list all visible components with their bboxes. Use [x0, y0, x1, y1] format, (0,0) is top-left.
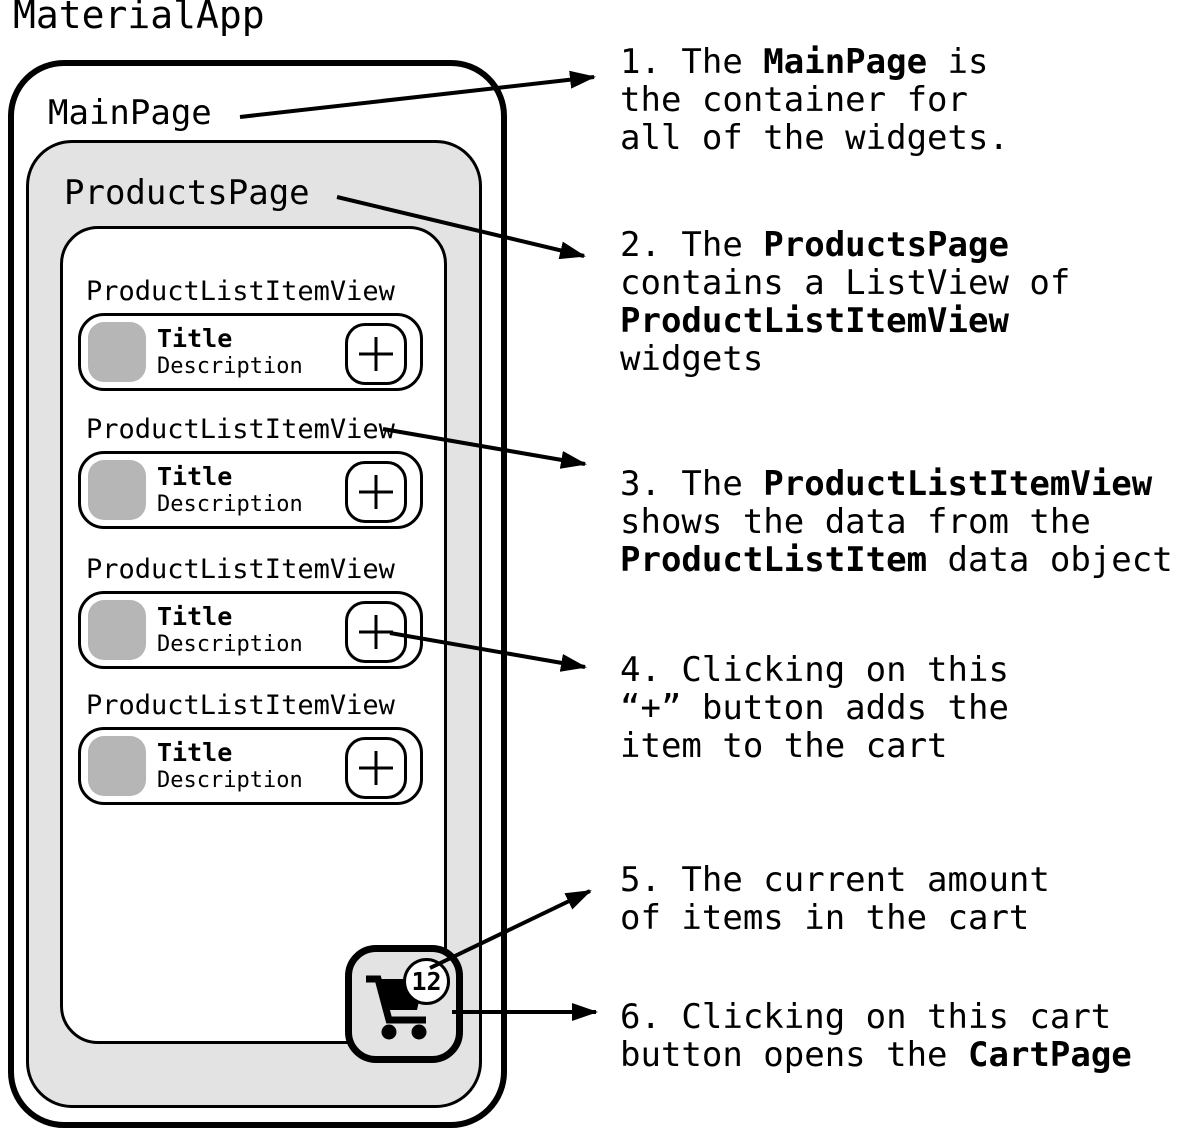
add-to-cart-button[interactable]: [345, 323, 407, 385]
annotation-line: 5. The current amount: [620, 860, 1050, 900]
product-thumbnail: [88, 322, 146, 382]
annotation-line: widgets: [620, 339, 764, 379]
cart-badge: 12: [403, 958, 450, 1005]
add-to-cart-button[interactable]: [345, 737, 407, 799]
annotation-line: 2. The ProductsPage: [620, 225, 1009, 265]
product-description: Description: [157, 632, 303, 657]
annotation-line: contains a ListView of: [620, 263, 1071, 303]
product-card: Title Description: [78, 727, 423, 805]
product-list-item-view-label: ProductListItemView: [86, 554, 395, 585]
annotation-line: 1. The MainPage is: [620, 42, 989, 82]
product-list-item-view-label: ProductListItemView: [86, 276, 395, 307]
annotation-line: of items in the cart: [620, 898, 1030, 938]
annotation-line: ProductListItemView: [620, 301, 1009, 341]
annotation-line: all of the widgets.: [620, 118, 1009, 158]
product-thumbnail: [88, 600, 146, 660]
product-description: Description: [157, 492, 303, 517]
annotation-line: item to the cart: [620, 726, 948, 766]
product-list-item-view-label: ProductListItemView: [86, 690, 395, 721]
cart-button[interactable]: 12: [345, 945, 463, 1063]
annotation-line: 4. Clicking on this: [620, 650, 1009, 690]
annotation-line: the container for: [620, 80, 968, 120]
product-list: ProductListItemView Title Description Pr…: [63, 229, 444, 1041]
productspage-label: ProductsPage: [64, 173, 310, 213]
annotation-line: 3. The ProductListItemView: [620, 464, 1153, 504]
product-list-item: ProductListItemView Title Description: [78, 556, 423, 672]
product-list-item: ProductListItemView Title Description: [78, 278, 423, 394]
listview-frame: ProductListItemView Title Description Pr…: [60, 226, 447, 1044]
product-description: Description: [157, 768, 303, 793]
plus-icon: [359, 751, 393, 785]
product-title: Title: [157, 738, 233, 767]
product-title: Title: [157, 324, 233, 353]
product-thumbnail: [88, 460, 146, 520]
mainpage-label: MainPage: [48, 93, 212, 133]
product-thumbnail: [88, 736, 146, 796]
product-list-item: ProductListItemView Title Description: [78, 416, 423, 532]
product-title: Title: [157, 602, 233, 631]
product-description: Description: [157, 354, 303, 379]
product-card: Title Description: [78, 451, 423, 529]
product-list-item-view-label: ProductListItemView: [86, 414, 395, 445]
annotation-line: shows the data from the: [620, 502, 1091, 542]
product-card: Title Description: [78, 313, 423, 391]
add-to-cart-button[interactable]: [345, 461, 407, 523]
annotation-line: “+” button adds the: [620, 688, 1009, 728]
plus-icon: [359, 337, 393, 371]
materialapp-label: MaterialApp: [13, 0, 265, 37]
annotation-line: 6. Clicking on this cart: [620, 997, 1112, 1037]
annotation-line: ProductListItem data object: [620, 540, 1173, 580]
annotation-line: button opens the CartPage: [620, 1035, 1132, 1075]
product-list-item: ProductListItemView Title Description: [78, 692, 423, 808]
product-title: Title: [157, 462, 233, 491]
product-card: Title Description: [78, 591, 423, 669]
add-to-cart-button[interactable]: [345, 601, 407, 663]
plus-icon: [359, 475, 393, 509]
plus-icon: [359, 615, 393, 649]
